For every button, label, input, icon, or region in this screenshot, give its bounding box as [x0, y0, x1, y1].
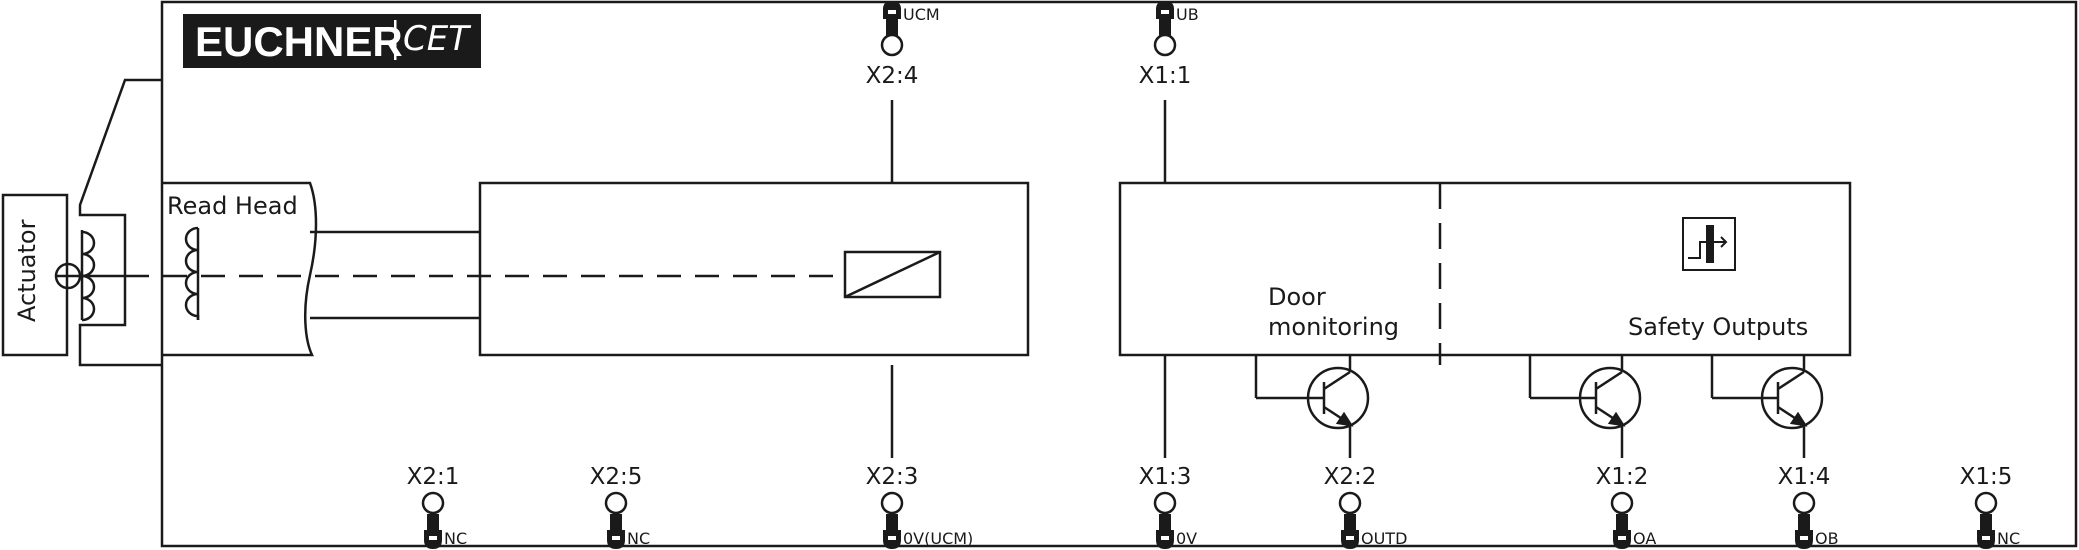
- output-block: [1118, 181, 1852, 357]
- connector-plug-icon: [1156, 1, 1174, 36]
- connector-plug-icon: [424, 514, 442, 549]
- read-head-coil-icon: [184, 226, 200, 320]
- safety-output-icon: [1682, 217, 1736, 271]
- terminal-label: X2:1: [407, 464, 460, 490]
- terminal-x15: X1:5NC: [1960, 464, 2020, 549]
- terminal-label: X1:2: [1596, 464, 1649, 490]
- terminal-x12: X1:2OA: [1596, 464, 1656, 549]
- terminal-signal-label: UCM: [903, 5, 940, 24]
- door-monitoring-label-line1: Door: [1268, 283, 1326, 311]
- terminal-label: X2:4: [866, 63, 919, 89]
- terminal-point-icon: [1338, 491, 1362, 515]
- euchner-logo: EUCHNER CET: [183, 14, 481, 68]
- safety-outputs-label: Safety Outputs: [1628, 313, 1808, 341]
- connector-plug-icon: [1341, 514, 1359, 549]
- connector-plug-icon: [1977, 514, 1995, 549]
- terminal-label: X2:5: [590, 464, 643, 490]
- door-monitoring-label-line2: monitoring: [1268, 313, 1399, 341]
- terminal-x11: UB X1:1: [1139, 1, 1199, 89]
- terminal-label: X1:1: [1139, 63, 1192, 89]
- terminal-point-icon: [1153, 33, 1177, 57]
- terminal-signal-label: 0V: [1176, 529, 1197, 548]
- terminal-point-icon: [1974, 491, 1998, 515]
- actuator-bracket: [78, 78, 162, 367]
- device-housing: [160, 0, 2078, 548]
- terminal-x14: X1:4OB: [1778, 464, 1839, 549]
- connector-plug-icon: [607, 514, 625, 549]
- read-head-label: Read Head: [167, 192, 298, 220]
- terminal-x23: X2:3 0V(UCM): [866, 464, 973, 549]
- terminal-point-icon: [421, 491, 445, 515]
- terminal-label: X2:2: [1324, 464, 1377, 490]
- terminal-x21: X2:1NC: [407, 464, 467, 549]
- connector-plug-icon: [1156, 514, 1174, 549]
- terminal-label: X1:5: [1960, 464, 2013, 490]
- transistor-oa-icon: [1528, 355, 1642, 458]
- terminal-point-icon: [1792, 491, 1816, 515]
- transistor-ob-icon: [1710, 355, 1824, 458]
- terminal-x13: X1:3 0V: [1139, 464, 1197, 549]
- terminal-label: X1:3: [1139, 464, 1192, 490]
- terminal-point-icon: [880, 33, 904, 57]
- transistor-door-monitoring-icon: [1254, 355, 1370, 458]
- terminal-signal-label: 0V(UCM): [903, 529, 973, 548]
- terminal-signal-label: OUTD: [1361, 529, 1407, 548]
- terminal-x25: X2:5NC: [590, 464, 650, 549]
- terminal-signal-label: NC: [444, 529, 467, 548]
- terminal-point-icon: [604, 491, 628, 515]
- terminal-signal-label: OB: [1815, 529, 1839, 548]
- terminal-point-icon: [880, 491, 904, 515]
- terminals: UCMX2:4UBX1:1X2:1NCX2:5NCX2:30V(UCM)X1:3…: [407, 1, 2020, 549]
- logo-product: CET: [403, 19, 471, 59]
- read-head-outline: [162, 181, 318, 357]
- connector-plug-icon: [883, 1, 901, 36]
- terminal-signal-label: NC: [627, 529, 650, 548]
- logo-brand: EUCHNER: [195, 18, 403, 65]
- terminal-x24: UCM X2:4: [866, 1, 940, 89]
- terminal-signal-label: UB: [1176, 5, 1199, 24]
- actuator-coil-icon: [54, 230, 125, 322]
- terminal-signal-label: NC: [1997, 529, 2020, 548]
- terminal-point-icon: [1153, 491, 1177, 515]
- terminal-signal-label: OA: [1633, 529, 1656, 548]
- relay-coil-icon: [843, 100, 942, 458]
- connector-plug-icon: [1613, 514, 1631, 549]
- connector-plug-icon: [883, 514, 901, 549]
- terminal-label: X1:4: [1778, 464, 1831, 490]
- terminal-point-icon: [1610, 491, 1634, 515]
- connector-plug-icon: [1795, 514, 1813, 549]
- actuator-label: Actuator: [13, 219, 41, 322]
- terminal-label: X2:3: [866, 464, 919, 490]
- evaluation-block: [478, 181, 1030, 357]
